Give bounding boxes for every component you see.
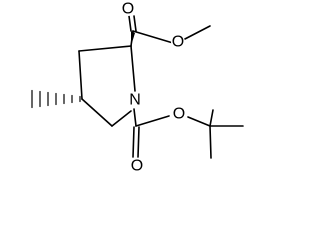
- ring-bond-c5-n: [111, 110, 132, 127]
- svg-text:O: O: [173, 106, 185, 123]
- ring-bond-c4-c5: [81, 98, 113, 127]
- atom-ring-nitrogen: N: [127, 92, 143, 109]
- ring-bond-c3-c4: [78, 50, 83, 100]
- hashed-bond-c4-methyl: [31, 89, 81, 109]
- svg-text:O: O: [131, 158, 143, 175]
- svg-text:O: O: [172, 34, 184, 51]
- atom-carbamate-ether-oxygen: O: [172, 106, 186, 123]
- bond-n-carbamate-carbon: [133, 108, 137, 127]
- svg-text:N: N: [129, 92, 141, 109]
- double-bond-ester-carbonyl-1: [128, 15, 132, 32]
- bond-ester-carbon-ether-oxygen: [132, 30, 174, 44]
- bond-carbamate-carbon-ether-oxygen: [135, 115, 170, 127]
- bond-ether-oxygen-tbutyl-carbon: [187, 116, 211, 127]
- bond-tbutyl-methyl-up: [209, 109, 214, 127]
- ring-bond-c2-n: [130, 45, 136, 92]
- atom-ester-ether-oxygen: O: [171, 34, 185, 51]
- atom-ester-carbonyl-oxygen: O: [121, 1, 135, 18]
- molecule-structure-diagram: O O N O O: [31, 1, 244, 175]
- ring-bond-c3-c2: [78, 45, 132, 52]
- atom-carbamate-carbonyl-oxygen: O: [130, 158, 144, 175]
- bond-ether-oxygen-methyl: [182, 25, 211, 41]
- double-bond-carbamate-carbonyl-2: [137, 126, 140, 158]
- bond-tbutyl-methyl-down: [209, 125, 212, 159]
- bond-c2-ester-carbon: [130, 30, 134, 47]
- double-bond-carbamate-carbonyl-1: [132, 126, 135, 158]
- svg-text:O: O: [122, 1, 134, 18]
- double-bond-ester-carbonyl-2: [133, 15, 137, 32]
